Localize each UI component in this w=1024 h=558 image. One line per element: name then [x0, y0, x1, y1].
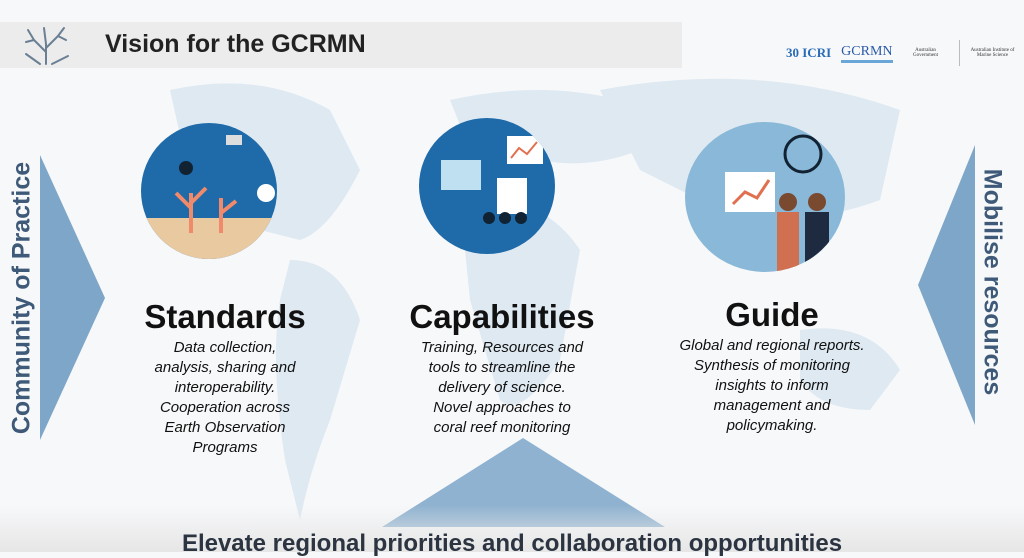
desc-line: Earth Observation [164, 419, 286, 436]
footer-statement: Elevate regional priorities and collabor… [181, 530, 843, 557]
standards-illustration [141, 123, 277, 259]
bottom-fade [0, 505, 1024, 552]
community-of-practice-label: Community of Practice [7, 161, 36, 435]
desc-line: insights to inform [715, 377, 829, 394]
title-bar [0, 22, 682, 68]
partner-logos: 30 ICRI GCRMN Australian Government Aust… [786, 40, 1016, 66]
desc-line: tools to streamline the [428, 359, 576, 376]
pillar-title: Guide [725, 296, 819, 333]
page-title: Vision for the GCRMN [105, 30, 366, 58]
desc-line: management and [713, 397, 831, 414]
right-arrow-shape [918, 145, 975, 425]
logo-divider [958, 40, 960, 66]
pillar-title: Capabilities [409, 298, 595, 335]
left-arrow-shape [40, 155, 105, 440]
mobilise-resources-label: Mobilise resources [978, 168, 1007, 396]
pillar-title: Standards [144, 298, 306, 335]
aims-logo: Australian Institute of Marine Science [970, 48, 1015, 58]
pillar-description: Global and regional reports. Synthesis o… [652, 336, 892, 436]
capabilities-illustration [419, 118, 555, 254]
pillar-standards: Standards Data collection, analysis, sha… [105, 298, 345, 458]
australian-government-logo: Australian Government [913, 48, 939, 58]
desc-line: Data collection, [173, 339, 277, 356]
desc-line: Synthesis of monitoring [694, 357, 850, 374]
desc-line: Cooperation across [159, 399, 291, 416]
bottom-arrow-shape [382, 438, 665, 527]
pillar-description: Training, Resources and tools to streaml… [382, 338, 622, 438]
desc-line: Training, Resources and [420, 339, 584, 356]
desc-line: interoperability. [174, 379, 276, 396]
pillar-capabilities: Capabilities Training, Resources and too… [382, 298, 622, 438]
guide-illustration [685, 122, 845, 272]
desc-line: Programs [192, 439, 258, 456]
desc-line: analysis, sharing and [154, 359, 296, 376]
desc-line: Global and regional reports. [679, 337, 865, 354]
coral-logo-icon [25, 27, 69, 65]
desc-line: policymaking. [726, 417, 818, 434]
desc-line: delivery of science. [438, 379, 566, 396]
desc-line: coral reef monitoring [433, 419, 571, 436]
desc-line: Novel approaches to [433, 399, 571, 416]
gcrmn-logo: GCRMN [841, 44, 893, 63]
pillar-description: Data collection, analysis, sharing and i… [105, 338, 345, 458]
pillar-guide: Guide Global and regional reports. Synth… [652, 296, 892, 436]
icri-logo: 30 ICRI [786, 45, 832, 60]
